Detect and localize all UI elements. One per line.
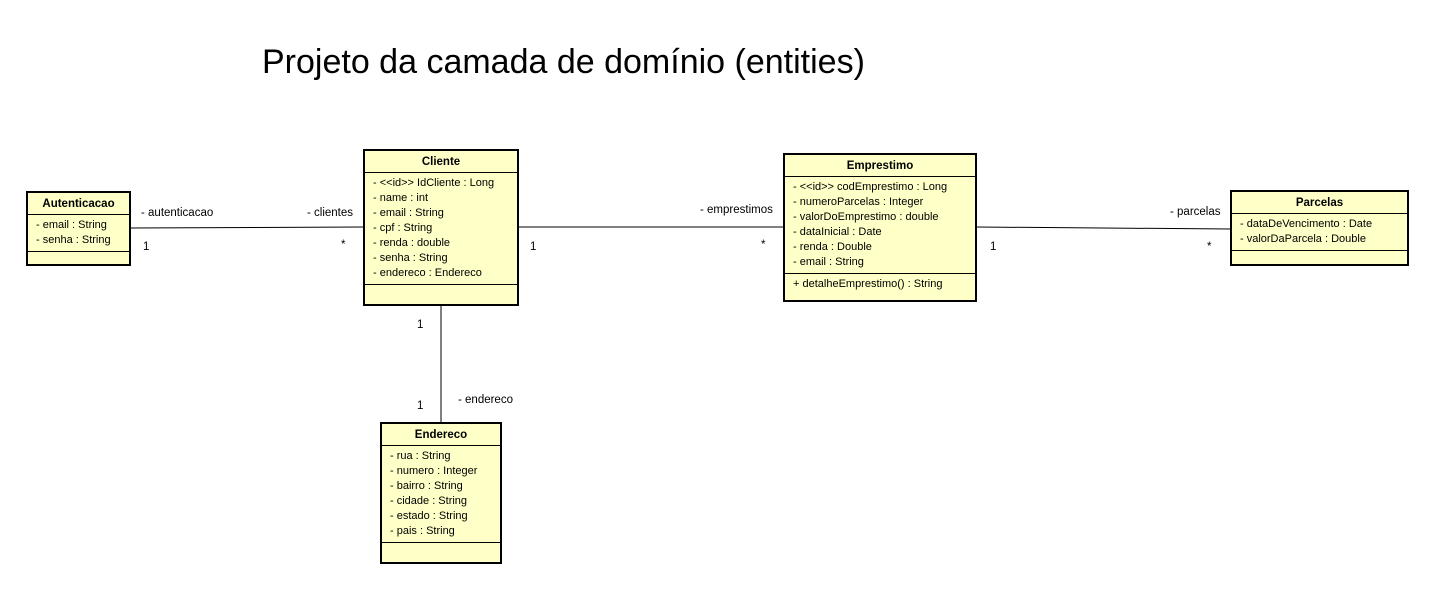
class-name: Cliente bbox=[365, 151, 517, 173]
attribute: - estado : String bbox=[390, 510, 468, 522]
class-name: Endereco bbox=[382, 424, 500, 446]
attribute: - endereco : Endereco bbox=[373, 267, 482, 279]
attribute: - email : String bbox=[36, 219, 107, 231]
role-label-autenticacao: - autenticacao bbox=[141, 207, 214, 219]
attributes-compartment: - email : String - senha : String bbox=[28, 215, 129, 252]
attribute: - renda : double bbox=[373, 237, 451, 249]
multiplicity-label: 1 bbox=[143, 241, 150, 253]
attribute: - dataInicial : Date bbox=[793, 226, 882, 238]
role-label-clientes: - clientes bbox=[307, 207, 354, 219]
association-line-autenticacao-cliente bbox=[129, 226, 364, 229]
role-label-parcelas: - parcelas bbox=[1170, 206, 1221, 218]
multiplicity-label: * bbox=[761, 239, 766, 251]
diagram-title: Projeto da camada de domínio (entities) bbox=[262, 43, 865, 81]
class-autenticacao[interactable]: Autenticacao - email : String - senha : … bbox=[26, 191, 131, 266]
class-cliente[interactable]: Cliente - <<id>> IdCliente : Long - name… bbox=[363, 149, 519, 306]
multiplicity-label: 1 bbox=[530, 241, 537, 253]
attribute: - senha : String bbox=[373, 252, 448, 264]
attribute: - name : int bbox=[373, 192, 429, 204]
operations-compartment: + detalheEmprestimo() : String bbox=[785, 274, 975, 295]
attribute: - <<id>> codEmprestimo : Long bbox=[793, 181, 948, 193]
attribute: - senha : String bbox=[36, 234, 111, 246]
class-name: Parcelas bbox=[1232, 192, 1407, 214]
class-endereco[interactable]: Endereco - rua : String - numero : Integ… bbox=[380, 422, 502, 564]
multiplicity-label: * bbox=[341, 239, 346, 251]
class-name: Emprestimo bbox=[785, 155, 975, 177]
multiplicity-label: 1 bbox=[990, 241, 997, 253]
attribute: - bairro : String bbox=[390, 480, 463, 492]
attribute: - email : String bbox=[793, 256, 864, 268]
role-label-emprestimos: - emprestimos bbox=[700, 204, 773, 216]
multiplicity-label: 1 bbox=[417, 319, 424, 331]
operation: + detalheEmprestimo() : String bbox=[793, 278, 943, 290]
attribute: - numero : Integer bbox=[390, 465, 478, 477]
attribute: - cidade : String bbox=[390, 495, 468, 507]
attributes-compartment: - rua : String - numero : Integer - bair… bbox=[382, 446, 500, 543]
attribute: - <<id>> IdCliente : Long bbox=[373, 177, 495, 189]
class-parcelas[interactable]: Parcelas - dataDeVencimento : Date - val… bbox=[1230, 190, 1409, 266]
multiplicity-label: 1 bbox=[417, 400, 424, 412]
class-name: Autenticacao bbox=[28, 193, 129, 215]
attribute: - valorDaParcela : Double bbox=[1240, 233, 1366, 245]
attribute: - email : String bbox=[373, 207, 444, 219]
attribute: - rua : String bbox=[390, 450, 451, 462]
attribute: - cpf : String bbox=[373, 222, 433, 234]
attribute: - valorDoEmprestimo : double bbox=[793, 211, 939, 223]
attribute: - numeroParcelas : Integer bbox=[793, 196, 924, 208]
attribute: - pais : String bbox=[390, 525, 455, 537]
attributes-compartment: - <<id>> codEmprestimo : Long - numeroPa… bbox=[785, 177, 975, 274]
attributes-compartment: - <<id>> IdCliente : Long - name : int -… bbox=[365, 173, 517, 285]
role-label-endereco: - endereco bbox=[458, 394, 513, 406]
multiplicity-label: * bbox=[1207, 241, 1212, 253]
attributes-compartment: - dataDeVencimento : Date - valorDaParce… bbox=[1232, 214, 1407, 251]
association-line-emprestimo-parcelas bbox=[976, 226, 1232, 230]
attribute: - renda : Double bbox=[793, 241, 872, 253]
attribute: - dataDeVencimento : Date bbox=[1240, 218, 1373, 230]
class-emprestimo[interactable]: Emprestimo - <<id>> codEmprestimo : Long… bbox=[783, 153, 977, 302]
